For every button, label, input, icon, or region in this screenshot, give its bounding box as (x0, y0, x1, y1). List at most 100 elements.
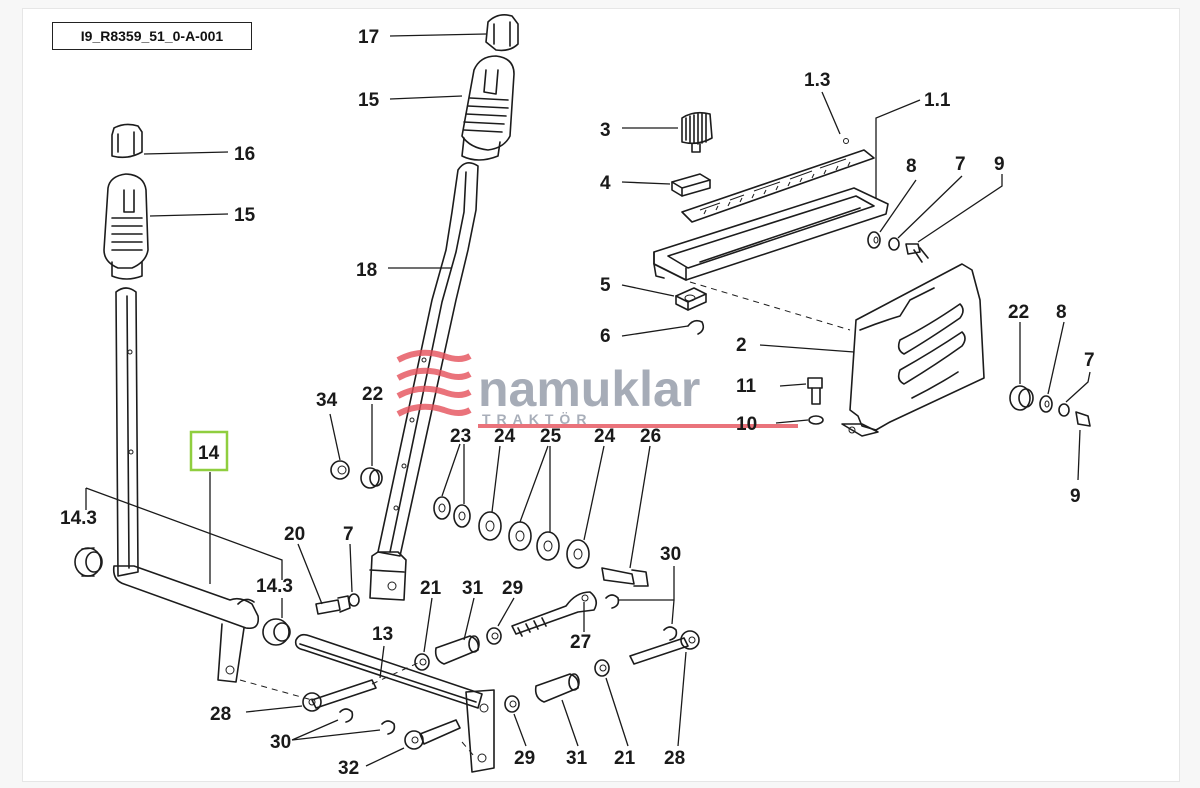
clips-30-right (605, 594, 678, 641)
lock-washer-7-top (888, 237, 900, 251)
bolt-32 (404, 719, 461, 750)
bolt-26 (601, 567, 649, 587)
label-16: 16 (234, 144, 255, 165)
slide-block-4 (671, 173, 711, 197)
nut-21-upper (414, 653, 430, 671)
highlight-box-14 (189, 430, 229, 472)
assembly-dash-line (689, 281, 851, 331)
label-4: 4 (600, 173, 611, 194)
label-15-center: 15 (358, 90, 380, 111)
sleeve-31-lower (534, 673, 580, 703)
label-22-right: 22 (1008, 302, 1029, 323)
label-9-top: 9 (994, 154, 1005, 175)
label-11: 11 (736, 376, 757, 397)
left-lever-cap-16 (111, 123, 143, 159)
label-30-left: 30 (270, 732, 291, 753)
label-28-right: 28 (664, 748, 685, 769)
label-30-right: 30 (660, 544, 681, 565)
washer-8-top (867, 231, 881, 249)
label-24-a: 24 (494, 426, 516, 447)
washer-24-a (478, 511, 502, 541)
label-3: 3 (600, 120, 611, 141)
bolt-9-top (905, 243, 929, 263)
watermark: namuklar TRAKTÖR (396, 349, 798, 428)
bolt-11 (807, 377, 823, 405)
nut-34 (330, 460, 350, 480)
label-20: 20 (284, 524, 305, 545)
label-7-right: 7 (1084, 350, 1095, 371)
label-32: 32 (338, 758, 359, 779)
washers-25 (508, 521, 560, 561)
center-lever-grip-15 (461, 55, 515, 161)
center-lever-cap-17 (485, 14, 519, 52)
label-13: 13 (372, 624, 393, 645)
label-7-mid: 7 (343, 524, 354, 545)
label-27: 27 (570, 632, 591, 653)
label-10: 10 (736, 414, 757, 435)
label-2: 2 (736, 335, 747, 356)
watermark-stripes-icon (396, 349, 472, 417)
linkage-dash-lines (239, 661, 475, 757)
nut-21-lower (594, 659, 610, 677)
lock-washer-7-mid (348, 593, 360, 607)
sleeve-31-upper (434, 635, 480, 665)
lock-washer-10 (808, 415, 824, 425)
label-5: 5 (600, 275, 611, 296)
link-27 (511, 591, 598, 637)
label-28-left: 28 (210, 704, 231, 725)
label-25: 25 (540, 426, 562, 447)
label-8-top: 8 (906, 156, 917, 177)
watermark-underline (478, 424, 798, 428)
knob-3 (681, 111, 713, 153)
label-23: 23 (450, 426, 471, 447)
diagram-frame (22, 8, 1180, 782)
label-8-right: 8 (1056, 302, 1067, 323)
spacer-22-right (1009, 385, 1034, 411)
label-6: 6 (600, 326, 611, 347)
label-22-mid: 22 (362, 384, 383, 405)
label-29-upper: 29 (502, 578, 523, 599)
label-21-lower: 21 (614, 748, 636, 769)
leader-lines (85, 33, 1091, 767)
label-1-1: 1.1 (924, 90, 951, 111)
lock-washer-7-right (1058, 403, 1070, 417)
part-labels: 17 15 16 15 18 1.3 1.1 3 4 8 7 9 5 6 2 2… (60, 27, 1095, 779)
label-29-lower: 29 (514, 748, 535, 769)
label-21-upper: 21 (420, 578, 442, 599)
guide-frame-1-1 (653, 187, 889, 281)
scale-plate-1-3 (681, 138, 875, 223)
label-7-top: 7 (955, 154, 966, 175)
nut-29-upper (486, 627, 502, 645)
label-34: 34 (316, 390, 338, 411)
watermark-subtitle: TRAKTÖR (482, 411, 592, 427)
watermark-brand: namuklar (478, 361, 700, 417)
center-lever-rod-18 (369, 162, 479, 601)
washers-23 (433, 496, 471, 528)
label-31-upper: 31 (462, 578, 484, 599)
spacer-22-mid (360, 467, 383, 489)
bushing-14-3-left (74, 547, 103, 577)
shaft-13 (294, 633, 495, 773)
bushing-14-3-right (262, 618, 291, 646)
diagram-code: I9_R8359_51_0-A-001 (80, 28, 224, 44)
washer-24-b (566, 539, 590, 569)
label-14-3-right: 14.3 (256, 576, 293, 597)
label-14: 14 (198, 443, 220, 464)
bolt-20 (315, 595, 351, 615)
label-24-b: 24 (594, 426, 616, 447)
label-1-3: 1.3 (804, 70, 830, 91)
clip-6 (687, 319, 705, 335)
label-17: 17 (358, 27, 379, 48)
diagram-code-box: I9_R8359_51_0-A-001 (52, 22, 252, 50)
nut-5 (675, 287, 707, 311)
nut-29-lower (504, 695, 520, 713)
clips-30-left (339, 708, 396, 735)
bolt-9-right (1075, 411, 1091, 427)
label-9-right: 9 (1070, 486, 1081, 507)
label-26: 26 (640, 426, 661, 447)
label-14-3-left: 14.3 (60, 508, 97, 529)
washer-8-right (1039, 395, 1053, 413)
left-lever-rod-14 (112, 287, 260, 683)
